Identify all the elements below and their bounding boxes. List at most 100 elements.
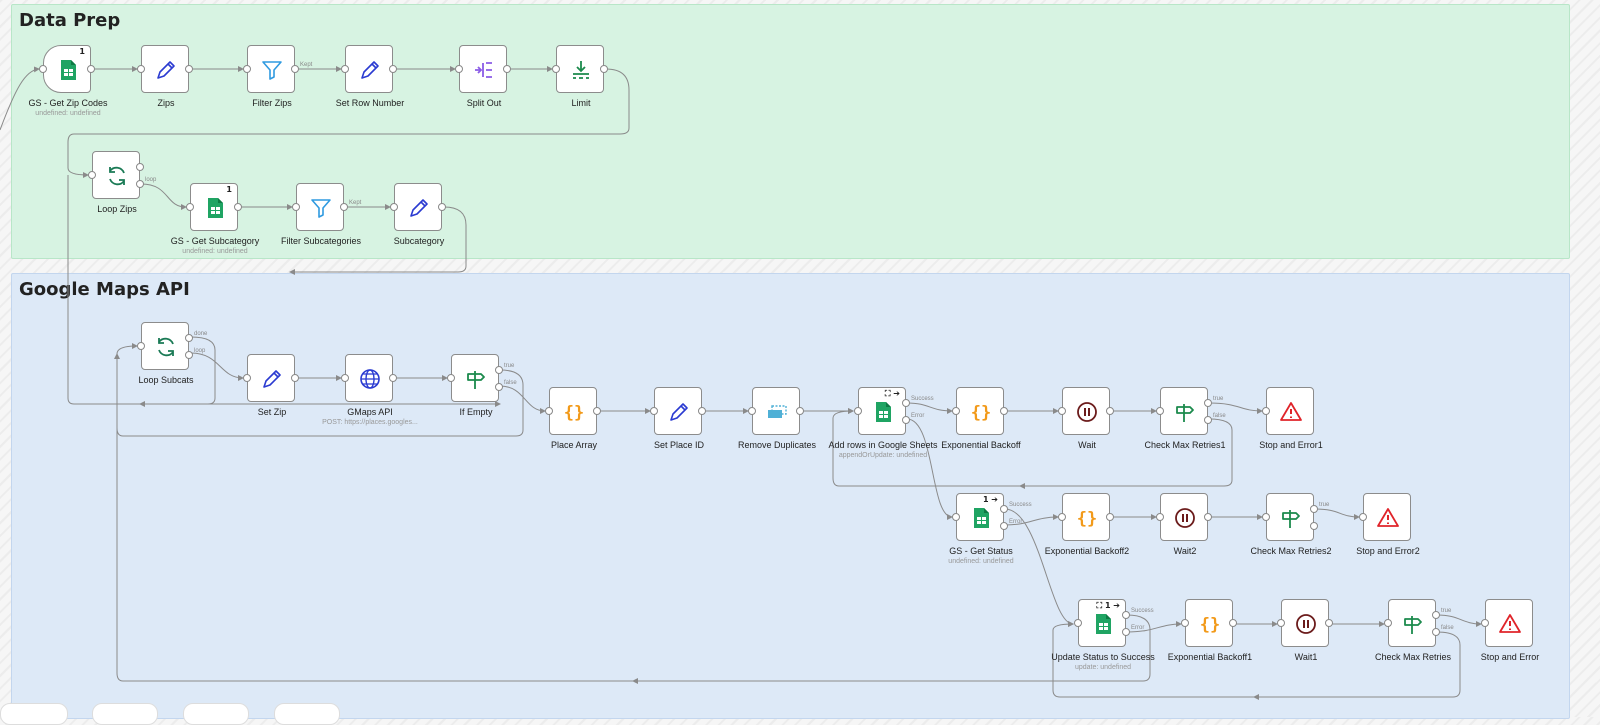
output-port-true[interactable]: true — [1310, 502, 1329, 513]
node-loop-zips[interactable]: loop Loop Zips — [88, 151, 156, 214]
input-port[interactable] — [341, 65, 349, 73]
node-split-out[interactable]: Split Out — [455, 45, 511, 108]
input-port[interactable] — [243, 374, 251, 382]
output-port[interactable] — [291, 374, 299, 382]
input-port[interactable] — [1074, 619, 1082, 627]
node-wait2[interactable]: Wait2 — [1156, 493, 1212, 556]
input-port[interactable] — [1359, 513, 1367, 521]
input-port[interactable] — [854, 407, 862, 415]
output-port[interactable] — [503, 65, 511, 73]
output-port-done[interactable]: done — [185, 331, 207, 342]
output-port-success[interactable]: Success — [1000, 502, 1032, 513]
input-port[interactable] — [650, 407, 658, 415]
node-set-row-number[interactable]: Set Row Number — [336, 45, 404, 108]
node-exponential-backoff[interactable]: {} Exponential Backoff — [941, 387, 1021, 450]
node-loop-subcats[interactable]: done loop Loop Subcats — [137, 322, 207, 385]
node-limit[interactable]: Limit — [552, 45, 608, 108]
input-port[interactable] — [243, 65, 251, 73]
input-port[interactable] — [39, 65, 47, 73]
input-port[interactable] — [390, 203, 398, 211]
node-stop-and-error[interactable]: Stop and Error — [1481, 599, 1539, 662]
output-port-false[interactable]: false — [1432, 625, 1454, 636]
node-set-place-id[interactable]: Set Place ID — [650, 387, 706, 450]
output-port[interactable] — [1229, 619, 1237, 627]
node-wait1[interactable]: Wait1 — [1277, 599, 1333, 662]
node-place-array[interactable]: {} Place Array — [545, 387, 601, 450]
input-port[interactable] — [137, 65, 145, 73]
node-wait[interactable]: Wait — [1058, 387, 1114, 450]
output-port-error[interactable]: Error — [902, 413, 924, 424]
output-port-true[interactable]: true — [1204, 396, 1223, 407]
bottom-toolbar-button[interactable] — [183, 703, 249, 725]
output-port-true[interactable]: true — [1432, 608, 1451, 619]
node-if-empty[interactable]: true false If Empty — [447, 354, 517, 417]
node-update-status-to-success[interactable]: ⛶ 1 ➔ Success Error Update Status to Suc… — [1051, 599, 1155, 671]
output-port[interactable] — [796, 407, 804, 415]
node-filter-zips[interactable]: Kept Filter Zips — [243, 45, 312, 108]
input-port[interactable] — [952, 513, 960, 521]
input-port[interactable] — [545, 407, 553, 415]
node-subcategory[interactable]: Subcategory — [390, 183, 446, 246]
output-port-loop[interactable]: loop — [185, 348, 205, 359]
node-check-max-retries1[interactable]: true false Check Max Retries1 — [1144, 387, 1226, 450]
output-port[interactable] — [593, 407, 601, 415]
input-port[interactable] — [1058, 407, 1066, 415]
node-exponential-backoff1[interactable]: {} Exponential Backoff1 — [1168, 599, 1252, 662]
input-port[interactable] — [341, 374, 349, 382]
output-port[interactable] — [600, 65, 608, 73]
output-port[interactable] — [698, 407, 706, 415]
input-port[interactable] — [1156, 513, 1164, 521]
input-port[interactable] — [455, 65, 463, 73]
output-port-error[interactable]: Error — [1122, 625, 1144, 636]
output-port-kept[interactable]: Kept — [340, 200, 361, 211]
input-port[interactable] — [186, 203, 194, 211]
node-check-max-retries[interactable]: true false Check Max Retries — [1375, 599, 1454, 662]
input-port[interactable] — [1384, 619, 1392, 627]
input-port[interactable] — [137, 342, 145, 350]
output-port-loop[interactable]: loop — [136, 177, 156, 188]
output-port[interactable] — [1204, 513, 1212, 521]
input-port[interactable] — [1058, 513, 1066, 521]
output-port[interactable] — [389, 65, 397, 73]
input-port[interactable] — [447, 374, 455, 382]
output-port-success[interactable]: Success — [902, 396, 934, 407]
output-port[interactable] — [1106, 407, 1114, 415]
node-add-rows-google-sheets[interactable]: ⛶ ➔ Success Error Add rows in Google She… — [828, 387, 938, 459]
node-check-max-retries2[interactable]: true Check Max Retries2 — [1250, 493, 1332, 556]
output-port[interactable] — [87, 65, 95, 73]
node-set-zip[interactable]: Set Zip — [243, 354, 299, 417]
output-port-false[interactable] — [1310, 522, 1318, 530]
output-port[interactable] — [1325, 619, 1333, 627]
input-port[interactable] — [292, 203, 300, 211]
output-port-error[interactable]: Error — [1000, 519, 1022, 530]
output-port-done[interactable] — [136, 163, 144, 171]
output-port-false[interactable]: false — [495, 380, 517, 391]
input-port[interactable] — [1277, 619, 1285, 627]
output-port[interactable] — [438, 203, 446, 211]
output-port[interactable] — [389, 374, 397, 382]
output-port[interactable] — [1000, 407, 1008, 415]
node-stop-and-error2[interactable]: Stop and Error2 — [1356, 493, 1420, 556]
output-port-true[interactable]: true — [495, 363, 514, 374]
input-port[interactable] — [1481, 619, 1489, 627]
node-zips[interactable]: Zips — [137, 45, 193, 108]
input-port[interactable] — [88, 171, 96, 179]
bottom-toolbar-button[interactable] — [0, 703, 68, 725]
input-port[interactable] — [1262, 407, 1270, 415]
input-port[interactable] — [748, 407, 756, 415]
bottom-toolbar-button[interactable] — [92, 703, 158, 725]
output-port[interactable] — [185, 65, 193, 73]
input-port[interactable] — [1156, 407, 1164, 415]
node-stop-and-error1[interactable]: Stop and Error1 — [1259, 387, 1323, 450]
node-exponential-backoff2[interactable]: {} Exponential Backoff2 — [1045, 493, 1129, 556]
bottom-toolbar-button[interactable] — [274, 703, 340, 725]
input-port[interactable] — [552, 65, 560, 73]
input-port[interactable] — [1262, 513, 1270, 521]
node-filter-subcategories[interactable]: Kept Filter Subcategories — [281, 183, 361, 246]
output-port-false[interactable]: false — [1204, 413, 1226, 424]
output-port[interactable] — [1106, 513, 1114, 521]
